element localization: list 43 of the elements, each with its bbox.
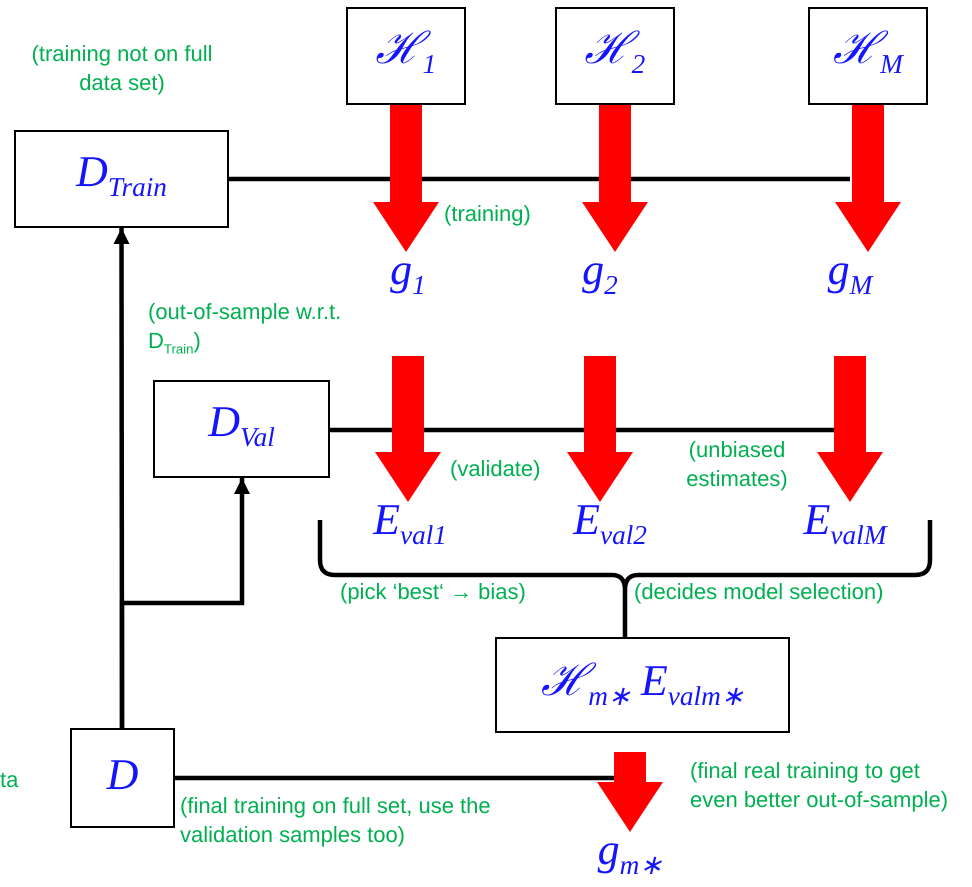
math-symbol: E$_{val2}$ [573, 498, 647, 550]
math-box [346, 7, 466, 105]
block-arrow [817, 356, 883, 502]
math-box [14, 130, 229, 228]
math-symbol: ℋ$_{2}$ [584, 27, 646, 79]
math-box [808, 7, 928, 105]
math-symbol: D [106, 753, 138, 797]
annotation: (final real training to get even better out-of-sample) [690, 757, 950, 814]
math-symbol: E$_{valM}$ [804, 498, 886, 550]
math-symbol: ℋ$_{m∗}$ [541, 659, 631, 711]
math-symbol: E$_{val1}$ [373, 498, 447, 550]
math-symbol: D$_{Val}$ [208, 400, 275, 452]
math-symbol: g$_{2}$ [582, 248, 618, 300]
arrow [114, 228, 130, 728]
math-symbol: ℋ$_{M}$ [833, 27, 903, 79]
annotation: (unbiased estimates) [685, 436, 789, 493]
annotation: (pick ‘best‘ → bias) [340, 578, 527, 606]
math-symbol: g$_{1}$ [390, 248, 426, 300]
math-box [153, 380, 330, 478]
math-box [70, 728, 175, 828]
annotation: (validate) [450, 455, 542, 483]
annotation: (final training on full set, use the validation samples too) [180, 792, 492, 849]
arrow [120, 478, 250, 728]
math-symbol: D$_{Train}$ [76, 150, 167, 202]
block-arrow [597, 752, 663, 832]
block-arrow [373, 105, 439, 252]
block-arrow [375, 356, 441, 502]
annotation: ta [0, 766, 20, 794]
block-arrow [835, 105, 901, 252]
annotation: (training not on full data set) [30, 40, 214, 97]
math-symbol: ℋ$_{1}$ [376, 27, 436, 79]
connector-line [175, 776, 615, 780]
math-symbol: g$_{M}$ [828, 248, 872, 300]
block-arrow [567, 356, 633, 502]
block-arrow [582, 105, 648, 252]
math-symbol: g$_{m∗}$ [598, 828, 662, 880]
math-box [555, 7, 675, 105]
annotation: (out-of-sample w.r.t. D$_{Train}$) [148, 298, 342, 358]
math-symbol: E$_{valm∗}$ [640, 659, 744, 711]
annotation: (decides model selection) [634, 578, 884, 606]
connector-line [229, 176, 850, 182]
math-box [495, 637, 790, 733]
annotation: (training) [444, 200, 532, 228]
